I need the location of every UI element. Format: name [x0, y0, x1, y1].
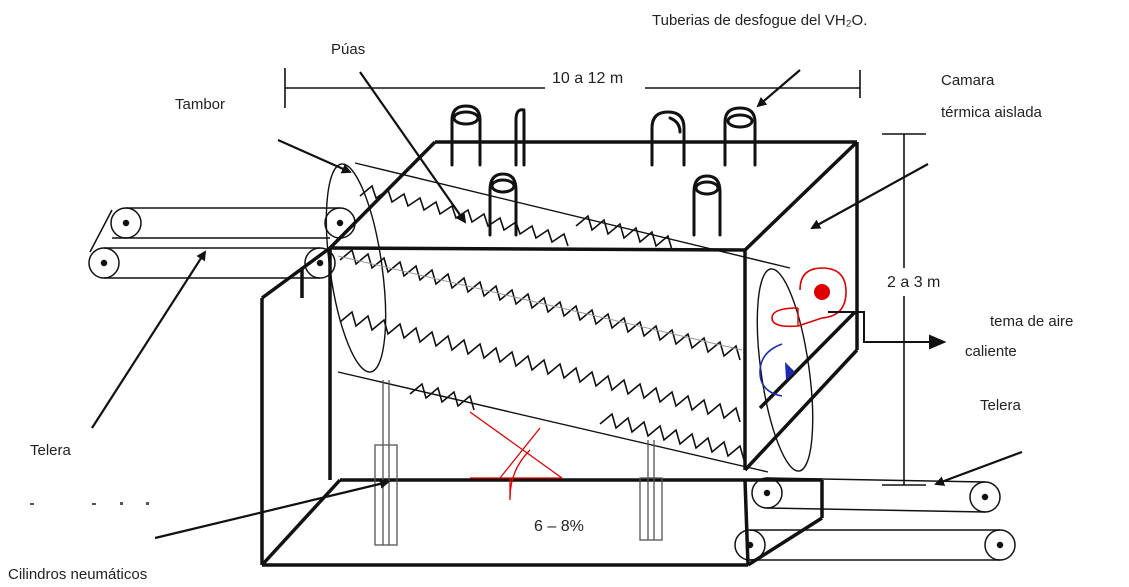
- slope-label: 6 – 8%: [534, 518, 584, 535]
- hot-air-label-line2: caliente: [965, 343, 1017, 360]
- height-dimension: [882, 133, 926, 486]
- pipes-label: Tuberias de desfogue del VH₂O.: [652, 12, 868, 29]
- pointer-arrows: [91, 69, 1023, 540]
- conveyor-left-label: Telera: [30, 442, 71, 459]
- exhaust-pipes: [450, 104, 757, 237]
- drum-label: Tambor: [175, 96, 226, 113]
- pneumatic-cylinders: [374, 380, 663, 546]
- conveyor-right: [734, 477, 1016, 561]
- height-label: 2 a 3 m: [887, 274, 941, 291]
- conveyor-left: [88, 207, 356, 279]
- hot-air-outlet: [828, 311, 947, 350]
- conveyor-right-label: Telera: [980, 397, 1021, 414]
- rotary-drum: [325, 162, 814, 473]
- chamber-label-line1: Camara: [941, 72, 995, 89]
- length-dimension: [284, 68, 861, 108]
- rotation-arrow: [759, 343, 783, 397]
- hot-air-fan: [771, 267, 847, 328]
- hot-air-label-line1: tema de aire: [990, 313, 1074, 330]
- rotation-arrow-head: [785, 362, 795, 380]
- spikes-label: Púas: [331, 41, 366, 58]
- stray-dots: [30, 502, 149, 505]
- length-label: 10 a 12 m: [552, 70, 624, 87]
- cylinders-label: Cilindros neumáticos: [8, 566, 148, 583]
- slope-angle: [469, 411, 563, 500]
- chamber-label-line2: térmica aislada: [941, 104, 1042, 121]
